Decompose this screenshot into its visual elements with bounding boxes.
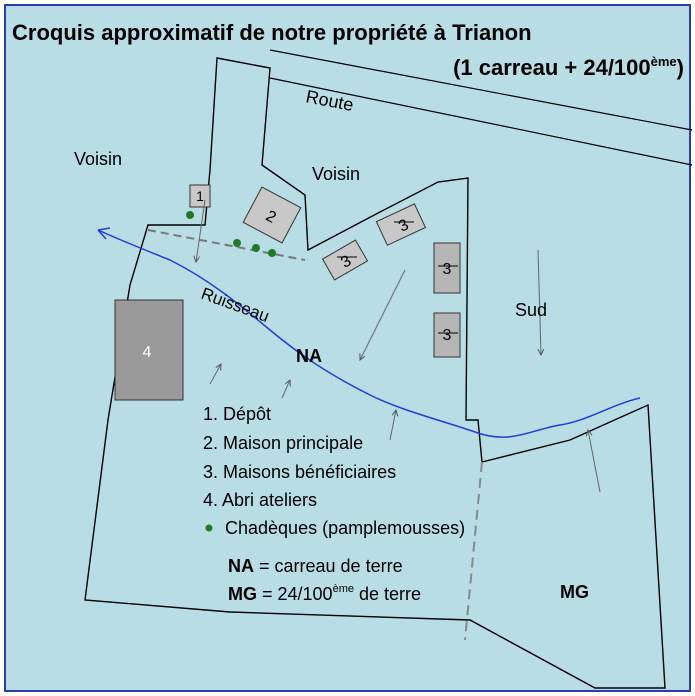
building-3c: 3 xyxy=(433,242,461,294)
road-edge-bottom xyxy=(269,77,693,166)
road-edge-top xyxy=(269,49,693,131)
stream-arrow-icon xyxy=(97,227,111,240)
internal-boundary-top xyxy=(147,229,306,261)
title-line-1: Croquis approximatif de notre propriété … xyxy=(12,20,532,45)
slope-arrow xyxy=(281,380,290,399)
slope-arrow xyxy=(209,364,221,385)
slope-arrow xyxy=(538,249,541,355)
building-3d-label: 3 xyxy=(443,327,452,344)
building-3d: 3 xyxy=(433,312,461,358)
property-boundary xyxy=(84,57,666,689)
slope-arrow xyxy=(389,410,396,441)
legend-item-2: 2. Maison principale xyxy=(203,433,363,453)
building-1: 1 xyxy=(189,184,211,208)
voisin-left-label: Voisin xyxy=(74,149,122,169)
legend-na: NA = carreau de terre xyxy=(228,556,403,576)
slope-arrow xyxy=(196,199,206,262)
tree-dot xyxy=(186,211,194,219)
internal-boundary-mg xyxy=(464,461,483,641)
title-line-2: (1 carreau + 24/100ème) xyxy=(453,54,684,80)
tree-dot xyxy=(268,249,276,257)
legend-mg: MG = 24/100ème de terre xyxy=(228,583,421,604)
legend-item-3: 3. Maisons bénéficiaires xyxy=(203,462,396,482)
tree-dot xyxy=(233,239,241,247)
building-3a: 3 xyxy=(321,239,369,281)
legend-tree-dot-icon xyxy=(205,524,213,532)
building-4-label: 4 xyxy=(143,344,152,361)
building-1-label: 1 xyxy=(196,188,204,204)
legend-item-4: 4. Abri ateliers xyxy=(203,490,317,510)
legend: 1. Dépôt 2. Maison principale 3. Maisons… xyxy=(203,404,465,604)
sud-label: Sud xyxy=(515,300,547,320)
building-2: 2 xyxy=(242,186,302,244)
route-label: Route xyxy=(304,86,355,115)
slope-arrow xyxy=(588,430,601,493)
legend-item-1: 1. Dépôt xyxy=(203,404,271,424)
slope-arrow xyxy=(360,269,406,360)
ruisseau-label: Ruisseau xyxy=(199,284,272,326)
legend-item-5: Chadèques (pamplemousses) xyxy=(225,518,465,538)
stream-ruisseau xyxy=(97,229,641,438)
building-3b: 3 xyxy=(375,203,427,246)
building-3c-label: 3 xyxy=(443,261,452,278)
na-label: NA xyxy=(296,346,322,366)
voisin-center-label: Voisin xyxy=(312,164,360,184)
building-4: 4 xyxy=(114,299,184,401)
tree-dot xyxy=(252,244,260,252)
mg-label: MG xyxy=(560,582,589,602)
